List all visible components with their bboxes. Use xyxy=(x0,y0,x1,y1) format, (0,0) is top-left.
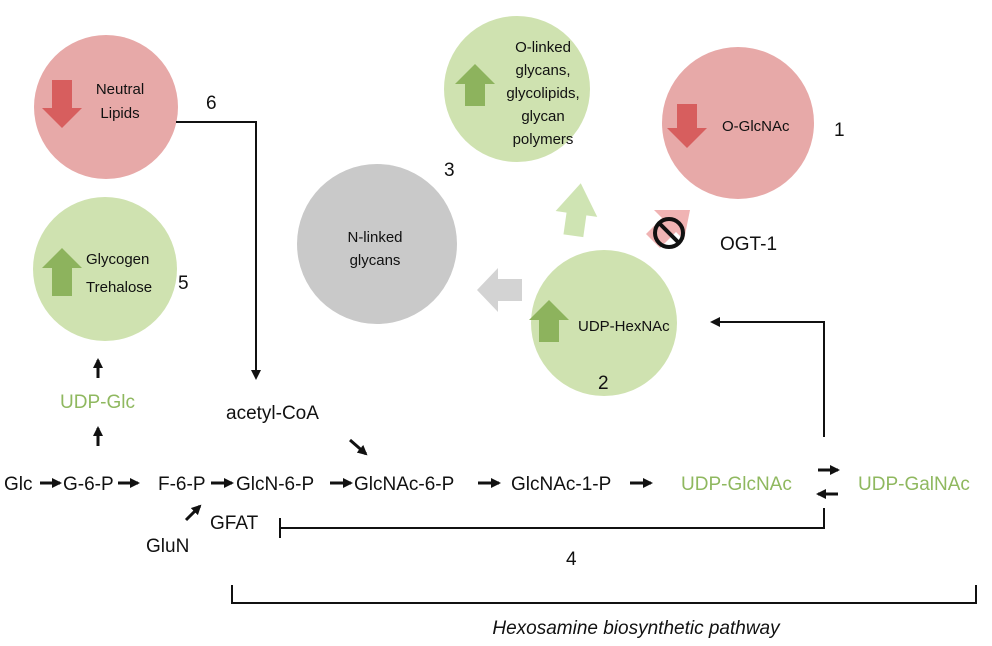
o-glcnac-label: O-GlcNAc xyxy=(722,118,790,135)
lipid-to-acetylcoa-arrow xyxy=(176,121,261,380)
decrease-arrow-icon xyxy=(667,104,707,148)
feedback-inhibition-line xyxy=(280,508,825,529)
neutral-lipids-label: Neutral xyxy=(96,81,144,98)
o-linked-label: glycan xyxy=(521,108,564,125)
trehalose-label: Trehalose xyxy=(86,279,152,296)
glcnac6p-label: GlcNAc-6-P xyxy=(354,474,454,495)
step-number: 3 xyxy=(444,160,455,181)
glcn6p-label: GlcN-6-P xyxy=(236,474,314,495)
udp-hexnac-label: UDP-HexNAc xyxy=(578,318,670,335)
o-glcnac-circle xyxy=(662,47,814,199)
step-number: 2 xyxy=(598,373,609,394)
flow-arrow-icon xyxy=(555,183,598,238)
pathway-name-label: Hexosamine biosynthetic pathway xyxy=(492,618,781,639)
udp-glcnac-label: UDP-GlcNAc xyxy=(681,474,792,495)
glcnac-to-hexnac-arrow xyxy=(710,317,825,437)
decrease-arrow-icon xyxy=(42,80,82,128)
acetyl-coa-label: acetyl-CoA xyxy=(226,403,319,424)
glycogen-trehalose-circle xyxy=(33,197,177,341)
increase-arrow-icon xyxy=(455,64,495,106)
neutral-lipids-circle xyxy=(34,35,178,179)
glc-label: Glc xyxy=(4,474,33,495)
glcnac1p-label: GlcNAc-1-P xyxy=(511,474,611,495)
glun-input-arrow xyxy=(184,504,202,522)
glun-label: GluN xyxy=(146,536,189,557)
flow-arrow-icon xyxy=(477,268,522,312)
prohibition-icon xyxy=(653,217,685,249)
step-number: 4 xyxy=(566,549,577,570)
ogt-label: OGT-1 xyxy=(720,234,777,255)
glycogen-label: Glycogen xyxy=(86,251,149,268)
o-linked-label: polymers xyxy=(513,131,574,148)
step-number: 5 xyxy=(178,273,189,294)
n-linked-glycans-circle xyxy=(297,164,457,324)
o-linked-glycans-circle xyxy=(444,16,590,162)
step-number: 1 xyxy=(834,120,845,141)
n-linked-label: glycans xyxy=(350,252,401,269)
increase-arrow-icon xyxy=(529,300,569,342)
f6p-label: F-6-P xyxy=(158,474,206,495)
o-linked-label: O-linked xyxy=(515,39,571,56)
gfat-label: GFAT xyxy=(210,513,259,534)
increase-arrow-icon xyxy=(42,248,82,296)
n-linked-label: N-linked xyxy=(347,229,402,246)
o-linked-label: glycans, xyxy=(515,62,570,79)
g6p-label: G-6-P xyxy=(63,474,114,495)
neutral-lipids-label: Lipids xyxy=(100,105,139,122)
acetylcoa-input-arrow xyxy=(349,438,368,456)
pathway-bracket xyxy=(231,585,977,604)
o-linked-label: glycolipids, xyxy=(506,85,579,102)
udp-hexnac-circle xyxy=(531,250,677,396)
udp-galnac-label: UDP-GalNAc xyxy=(858,474,970,495)
step-number: 6 xyxy=(206,93,217,114)
udp-glc-label: UDP-Glc xyxy=(60,392,135,413)
